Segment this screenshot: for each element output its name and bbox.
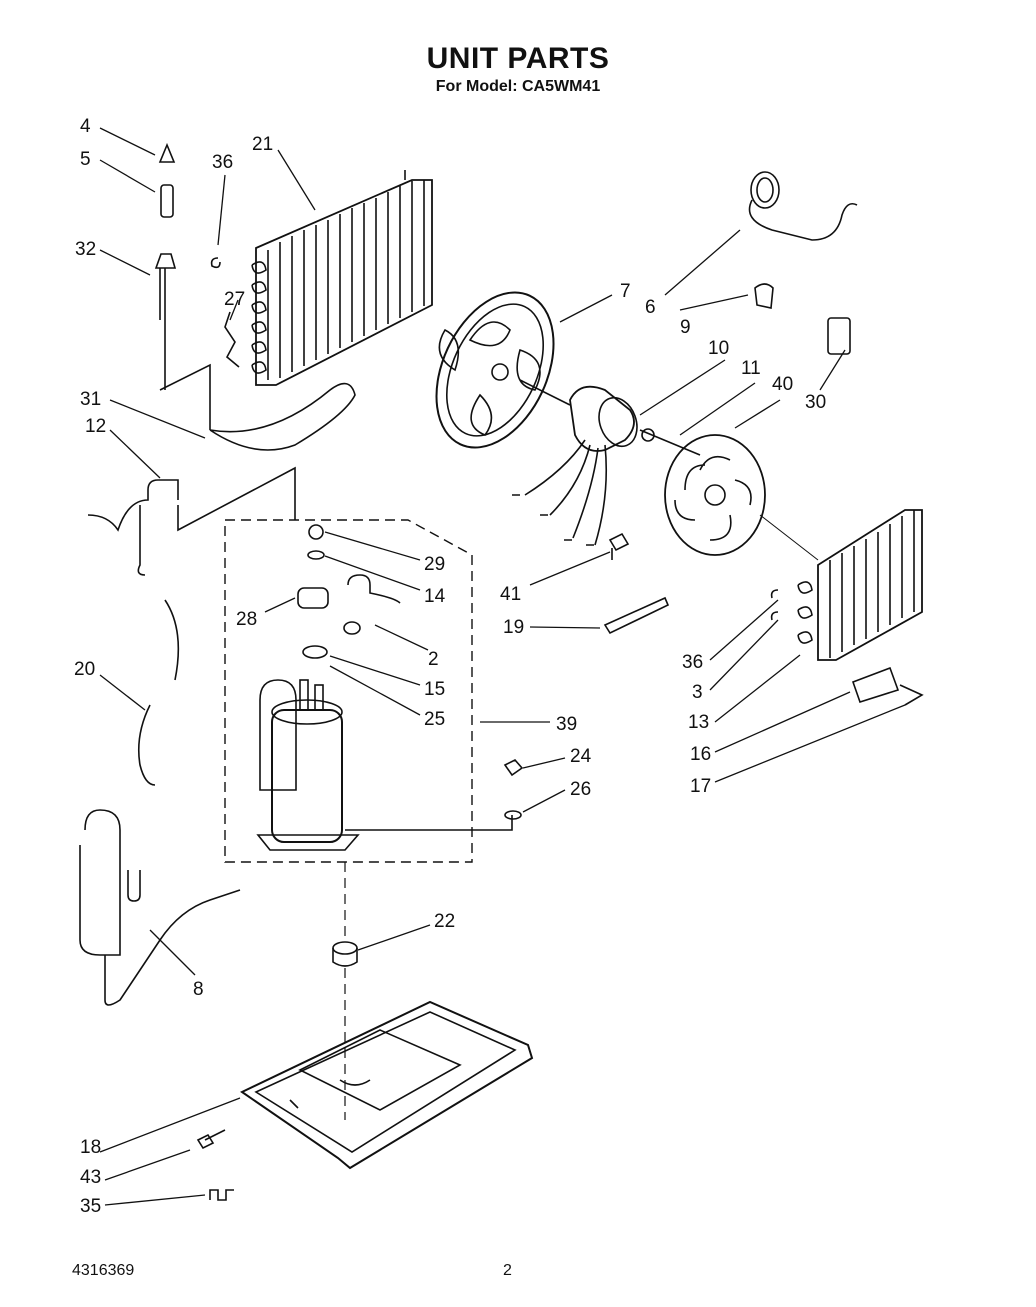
callout-20: 20 — [74, 659, 95, 680]
document-number: 4316369 — [72, 1262, 135, 1279]
callout-8: 8 — [193, 979, 204, 1000]
discharge-tube — [79, 809, 241, 1006]
callout-15: 15 — [424, 679, 445, 700]
bracket-part-19 — [603, 596, 670, 635]
callout-39: 39 — [556, 714, 577, 735]
sensor-part-17 — [899, 684, 924, 706]
callout-36-right: 36 — [682, 652, 703, 673]
callout-9: 9 — [680, 317, 691, 338]
callout-6: 6 — [645, 297, 656, 318]
callout-2: 2 — [428, 649, 439, 670]
callout-32: 32 — [75, 239, 96, 260]
capillary-tube — [209, 382, 356, 451]
fan-spring — [748, 171, 858, 241]
wire-part-27 — [224, 311, 240, 368]
fan-motor — [512, 379, 701, 546]
callout-19: 19 — [503, 617, 524, 638]
fan-shroud — [435, 291, 555, 449]
callout-21: 21 — [252, 134, 273, 155]
callout-29: 29 — [424, 554, 445, 575]
insulation-part-16 — [851, 666, 900, 703]
callout-4: 4 — [80, 116, 91, 137]
callout-11: 11 — [741, 358, 761, 379]
compressor — [256, 679, 360, 851]
compressor-assembly-boundary — [224, 519, 473, 863]
wire-harness — [137, 599, 180, 786]
clip-part-36-right — [770, 589, 779, 621]
screw — [196, 1129, 226, 1150]
callout-10: 10 — [708, 338, 729, 359]
callout-labels: 4 5 36 21 32 27 31 12 29 14 28 2 15 25 3… — [74, 116, 826, 1217]
thermostat-bulb — [127, 870, 141, 902]
page-number: 2 — [503, 1262, 512, 1279]
callout-27: 27 — [224, 289, 245, 310]
callout-18: 18 — [80, 1137, 101, 1158]
callout-41: 41 — [500, 584, 521, 605]
overload-parts — [297, 524, 401, 659]
callout-28: 28 — [236, 609, 257, 630]
condenser-coil — [251, 170, 433, 386]
blower-wheel — [664, 434, 766, 556]
callout-24: 24 — [570, 746, 592, 767]
callout-12: 12 — [85, 416, 106, 437]
callout-26: 26 — [570, 779, 591, 800]
callout-14: 14 — [424, 586, 446, 607]
grommet — [332, 862, 358, 1120]
mounting-hardware — [345, 759, 524, 831]
callout-43: 43 — [80, 1167, 101, 1188]
callout-3: 3 — [692, 682, 703, 703]
callout-35: 35 — [80, 1196, 101, 1217]
clamp-part-41 — [608, 532, 630, 560]
base-pan — [240, 1000, 534, 1170]
terminal-block — [827, 317, 851, 355]
callout-25: 25 — [424, 709, 445, 730]
callout-40: 40 — [772, 374, 793, 395]
callout-leaders — [99, 127, 906, 1206]
suction-tube — [87, 466, 296, 576]
callout-16: 16 — [690, 744, 711, 765]
callout-30: 30 — [805, 392, 826, 413]
callout-36-top: 36 — [212, 152, 233, 173]
clip-part-36-left — [210, 257, 221, 269]
callout-17: 17 — [690, 776, 711, 797]
service-fittings — [154, 142, 211, 430]
clip-part-9 — [754, 283, 774, 309]
callout-22: 22 — [434, 911, 455, 932]
callout-13: 13 — [688, 712, 709, 733]
model-subtitle: For Model: CA5WM41 — [435, 78, 601, 95]
callout-5: 5 — [80, 149, 91, 170]
clip-part-35 — [209, 1189, 234, 1201]
evaporator-coil — [759, 509, 923, 661]
page-title: UNIT PARTS — [426, 42, 610, 75]
callout-7: 7 — [620, 281, 631, 302]
callout-31: 31 — [80, 389, 101, 410]
